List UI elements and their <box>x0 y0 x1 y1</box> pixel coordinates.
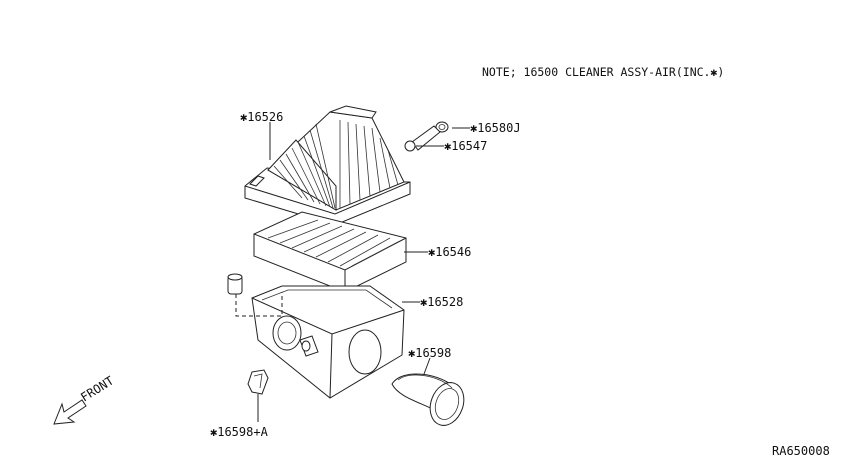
diagram-reference-id: RA650008 <box>772 444 830 458</box>
front-arrow-icon <box>53 399 87 425</box>
callout-16580j: ✱16580J <box>470 121 521 135</box>
air-duct <box>391 373 465 426</box>
leader-lines <box>257 122 470 422</box>
assembly-note: NOTE; 16500 CLEANER ASSY-AIR(INC.✱) <box>482 65 724 79</box>
air-cleaner-cover <box>244 105 411 226</box>
clamp-bolt-parts <box>404 121 449 152</box>
callout-16528: ✱16528 <box>420 295 463 309</box>
front-label: FRONT <box>78 374 116 405</box>
rubber-grommet <box>227 273 283 317</box>
air-filter-element <box>253 211 407 293</box>
callout-16598-a: ✱16598+A <box>210 425 269 439</box>
callout-16598: ✱16598 <box>408 346 451 360</box>
callout-16546: ✱16546 <box>428 245 471 259</box>
callout-16526: ✱16526 <box>240 110 283 124</box>
air-cleaner-lower-case <box>251 285 405 399</box>
mounting-bracket <box>247 369 269 395</box>
callout-16547: ✱16547 <box>444 139 487 153</box>
